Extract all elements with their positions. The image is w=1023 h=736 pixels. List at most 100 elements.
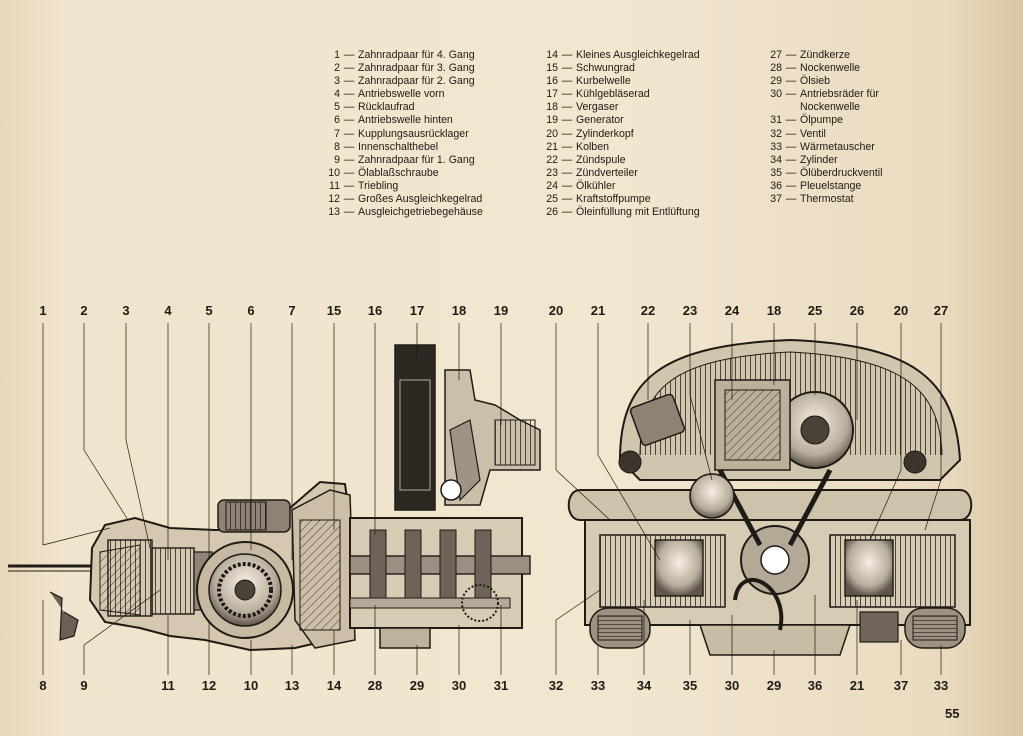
legend-text: Ausgleichgetriebegehäuse	[358, 206, 483, 219]
legend-item: 13—Ausgleichgetriebegehäuse	[310, 206, 483, 219]
legend-text: Zahnradpaar für 2. Gang	[358, 75, 475, 88]
callout-number: 22	[640, 303, 656, 318]
legend-dash: —	[343, 127, 355, 140]
legend-text: Kolben	[576, 140, 609, 153]
callout-number: 3	[122, 303, 130, 318]
callout-number: 1	[39, 303, 47, 318]
legend-item: 23—Zündverteiler	[528, 167, 700, 180]
callout-number: 29	[409, 678, 425, 693]
legend-number: 17	[546, 88, 558, 101]
legend-text: Kleines Ausgleichkegelrad	[576, 49, 700, 61]
callout-number: 17	[409, 303, 425, 318]
callout-number: 4	[164, 303, 172, 318]
legend-item: 5—Rücklaufrad	[310, 101, 483, 114]
legend-item: 33—Wärmetauscher	[752, 141, 882, 154]
legend-dash: —	[785, 153, 797, 166]
legend-number: 1	[334, 49, 340, 61]
callout-number: 21	[849, 678, 865, 693]
legend-item: 2—Zahnradpaar für 3. Gang	[310, 62, 483, 75]
legend-number: 26	[546, 206, 558, 219]
legend-dash: —	[343, 193, 355, 206]
legend-text: Innenschalthebel	[358, 140, 439, 153]
legend-number: 5	[334, 101, 340, 114]
legend-dash: —	[343, 101, 355, 114]
legend-number: 22	[546, 153, 558, 166]
legend-item: 1—Zahnradpaar für 4. Gang	[310, 49, 483, 62]
legend-item: 34—Zylinder	[752, 154, 882, 167]
legend-dash: —	[343, 49, 355, 61]
callout-number: 11	[161, 678, 175, 693]
legend-dash: —	[561, 127, 573, 140]
callout-number: 14	[326, 678, 342, 693]
legend-dash: —	[785, 193, 797, 206]
legend-text: Zylinder	[800, 153, 838, 166]
legend-text: Zahnradpaar für 3. Gang	[358, 62, 475, 75]
callout-number: 26	[849, 303, 865, 318]
legend-number: 6	[334, 114, 340, 127]
legend-dash: —	[561, 206, 573, 219]
page-number: 55	[945, 706, 960, 721]
legend-item: 32—Ventil	[752, 128, 882, 141]
legend-number: 9	[334, 153, 340, 166]
legend-item: 30—Antriebsräder für	[752, 88, 882, 101]
callout-number: 29	[766, 678, 782, 693]
callout-number: 36	[807, 678, 823, 693]
legend-item: 9—Zahnradpaar für 1. Gang	[310, 154, 483, 167]
legend-number: 20	[546, 127, 558, 140]
legend-text: Kraftstoffpumpe	[576, 193, 651, 206]
legend-dash: —	[561, 101, 573, 114]
legend-text: Ölablaßschraube	[358, 166, 439, 179]
legend-number: 36	[770, 179, 782, 192]
legend-text: Kurbelwelle	[576, 75, 631, 88]
legend-dash: —	[343, 75, 355, 88]
legend-dash: —	[343, 114, 355, 127]
legend-text: Zündkerze	[800, 49, 851, 61]
callout-number: 7	[288, 303, 296, 318]
legend-item: 4—Antriebswelle vorn	[310, 88, 483, 101]
legend-dash: —	[343, 206, 355, 219]
legend-text: Zahnradpaar für 4. Gang	[358, 49, 475, 61]
legend-item: 11—Triebling	[310, 180, 483, 193]
legend-dash: —	[785, 140, 797, 153]
legend-number: 24	[546, 179, 558, 192]
callout-number: 33	[590, 678, 606, 693]
legend-item: 17—Kühlgebläserad	[528, 88, 700, 101]
legend-text: Wärmetauscher	[800, 140, 875, 153]
legend-text: Antriebswelle hinten	[358, 114, 453, 127]
legend-dash: —	[785, 49, 797, 61]
legend-text: Triebling	[358, 179, 399, 192]
legend-text: Schwungrad	[576, 62, 635, 75]
legend-number: 23	[546, 166, 558, 179]
legend-text: Antriebsräder für	[800, 88, 879, 101]
legend-item: Nockenwelle	[752, 101, 882, 114]
callout-number: 30	[724, 678, 740, 693]
legend-number: 14	[546, 49, 558, 61]
legend-item: 29—Ölsieb	[752, 75, 882, 88]
legend-dash: —	[561, 153, 573, 166]
legend-dash: —	[561, 179, 573, 192]
legend-number: 2	[334, 62, 340, 75]
legend-number: 35	[770, 166, 782, 179]
legend-item: 35—Ölüberdruckventil	[752, 167, 882, 180]
legend-dash: —	[561, 62, 573, 75]
legend-item: 6—Antriebswelle hinten	[310, 114, 483, 127]
callout-number: 20	[548, 303, 564, 318]
legend-number: 21	[546, 140, 558, 153]
legend-number: 34	[770, 153, 782, 166]
legend-dash: —	[561, 166, 573, 179]
front-view	[567, 338, 973, 656]
legend-text: Zylinderkopf	[576, 127, 634, 140]
legend-item: 14—Kleines Ausgleichkegelrad	[528, 49, 700, 62]
legend-item: 21—Kolben	[528, 141, 700, 154]
legend-item: 7—Kupplungsausrücklager	[310, 128, 483, 141]
legend-number: 29	[770, 75, 782, 88]
legend-number: 16	[546, 75, 558, 88]
legend-text: Thermostat	[800, 193, 854, 206]
legend-text: Kupplungsausrücklager	[358, 127, 469, 140]
callout-number: 9	[80, 678, 88, 693]
callout-number: 32	[548, 678, 564, 693]
legend-number: 18	[546, 101, 558, 114]
